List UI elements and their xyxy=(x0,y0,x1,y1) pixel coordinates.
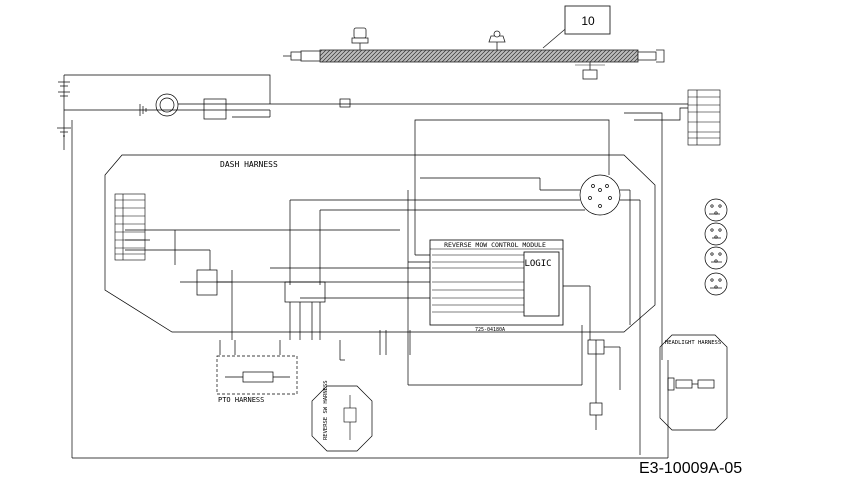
dash-harness-label: DASH HARNESS xyxy=(220,160,278,169)
pto-clutch-symbol xyxy=(225,371,290,383)
headlight-symbol xyxy=(667,377,715,391)
dash-harness-outline xyxy=(104,154,656,333)
module-part-number: 725-04180A xyxy=(475,327,505,333)
pto-harness-label: PTO HARNESS xyxy=(218,396,264,404)
harness-part-illustration xyxy=(283,24,665,80)
document-code: E3-10009A-05 xyxy=(639,460,743,477)
headlight-harness-label: HEADLIGHT HARNESS xyxy=(665,340,721,346)
reverse-sw-harness-label: REVERSE SW HARNESS xyxy=(323,380,329,440)
key-switch-positions xyxy=(704,198,728,296)
pto-harness-outline xyxy=(216,355,298,395)
reverse-sw-harness-outline xyxy=(311,385,373,452)
headlight-harness-outline xyxy=(659,334,728,431)
module-logic-label: LOGIC xyxy=(524,259,551,269)
callout-box xyxy=(564,5,611,35)
module-title: REVERSE MOW CONTROL MODULE xyxy=(444,241,546,249)
callout-number: 10 xyxy=(581,14,595,28)
dash-connector-table xyxy=(114,193,146,261)
reverse-mow-module xyxy=(429,239,564,326)
main-connector-table xyxy=(687,89,721,146)
wiring-lines xyxy=(57,74,688,459)
